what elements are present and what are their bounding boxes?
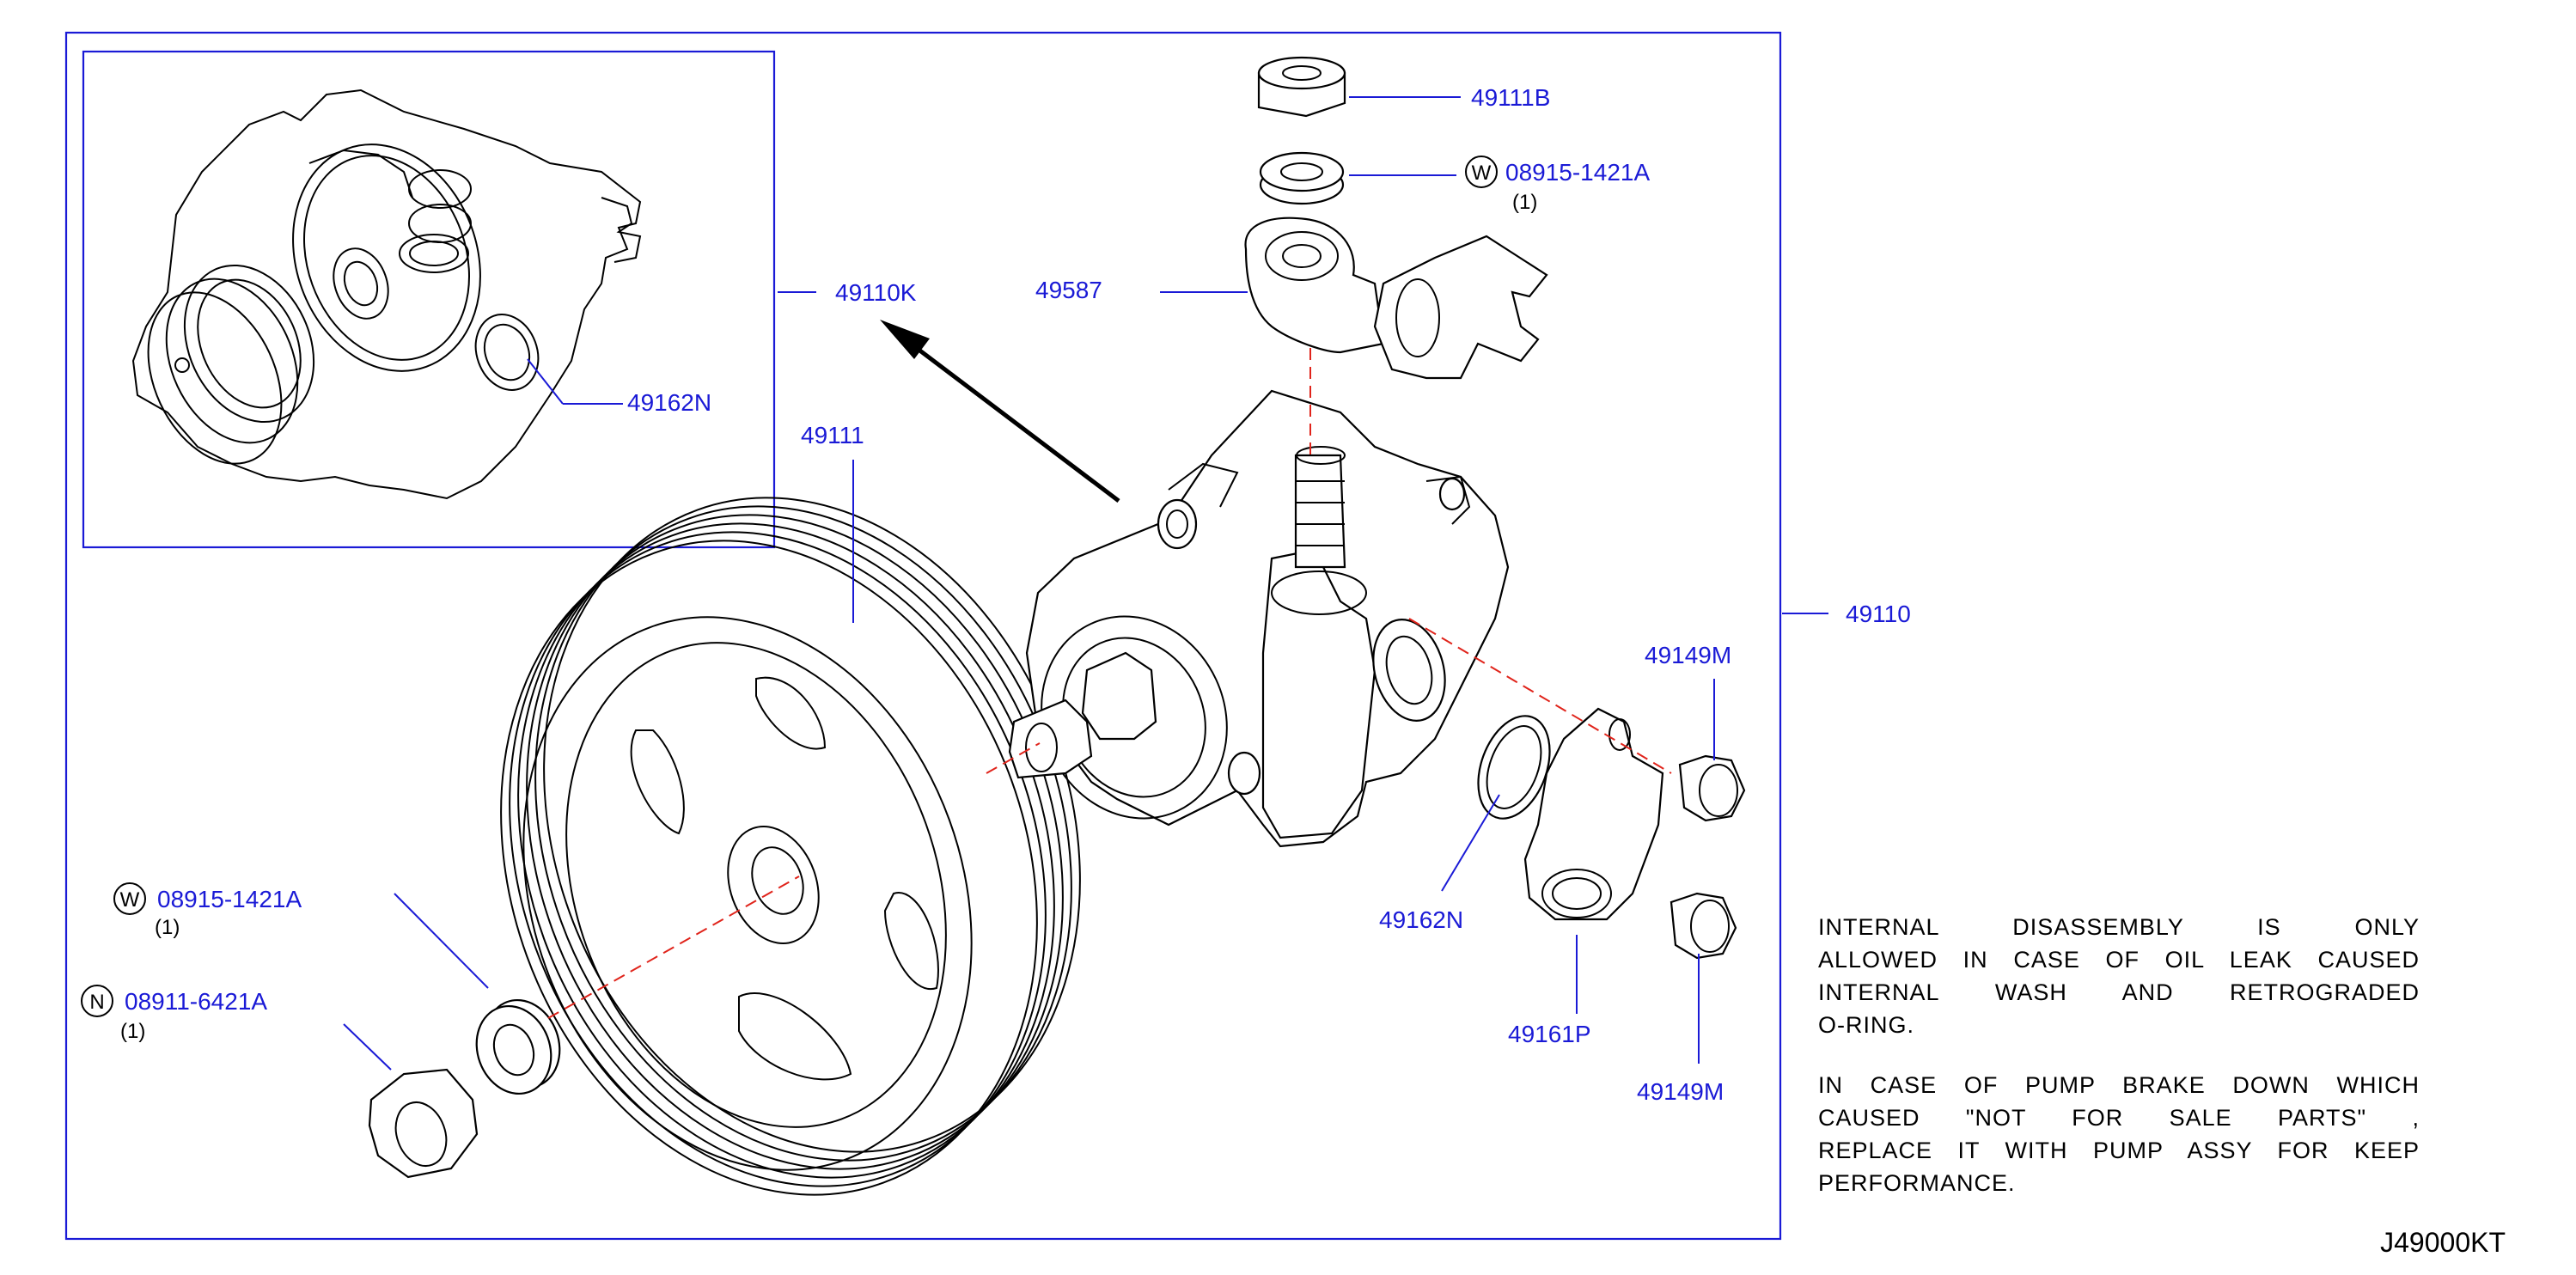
label-08915-1421A-left: 08915-1421A [157,886,302,912]
pump-body-drawing [1008,389,1510,848]
washer-nut-drawing [368,998,561,1179]
note-line: IN CASE OF PUMP BRAKE DOWN WHICH [1818,1072,2420,1098]
label-49162N-inset: 49162N [627,389,711,416]
centerlines [547,348,1672,1019]
label-49111: 49111 [801,422,864,448]
note-line: ALLOWED IN CASE OF OIL LEAK CAUSED [1818,947,2420,973]
qty-left-2: (1) [120,1020,145,1043]
banjo-fitting-drawing [1244,56,1548,380]
inset-frame [82,50,776,549]
label-08911-6421A: 08911-6421A [125,988,267,1015]
qty-left-1: (1) [155,916,180,939]
label-49587: 49587 [1035,277,1102,303]
assembly-frame [64,31,1782,1241]
note-line: INTERNAL DISASSEMBLY IS ONLY [1818,914,2420,940]
w-symbol-left [113,882,146,915]
note-line: CAUSED "NOT FOR SALE PARTS" , [1818,1105,2420,1131]
w-symbol-top [1465,156,1498,188]
note-line: REPLACE IT WITH PUMP ASSY FOR KEEP [1818,1138,2420,1163]
label-49161P: 49161P [1508,1021,1591,1047]
note-line: O-RING. [1818,1012,1914,1038]
label-49149M-bottom: 49149M [1637,1078,1724,1105]
note-pump-replacement: IN CASE OF PUMP BRAKE DOWN WHICH CAUSED … [1818,1069,2420,1199]
inset-housing-drawing [131,88,642,500]
label-08915-1421A-top: 08915-1421A [1505,159,1650,186]
pulley-drawing [500,497,1081,1196]
inset-arrow [880,320,1120,503]
label-49110: 49110 [1846,601,1911,627]
w-symbol-left-letter: W [120,888,140,912]
note-line: INTERNAL WASH AND RETROGRADED [1818,979,2420,1005]
w-symbol-top-letter: W [1472,162,1492,185]
note-line: PERFORMANCE. [1818,1170,2016,1196]
label-49162N: 49162N [1379,906,1463,933]
n-symbol-left-letter: N [89,991,104,1014]
outlet-union-drawing [1477,707,1746,960]
diagram-code: J49000KT [2380,1227,2506,1258]
label-49111B: 49111B [1471,84,1550,111]
qty-top: (1) [1512,191,1537,214]
label-49149M-top: 49149M [1645,642,1731,668]
label-49110K: 49110K [835,279,917,306]
n-symbol-left [81,985,113,1017]
note-disassembly: INTERNAL DISASSEMBLY IS ONLY ALLOWED IN … [1818,911,2420,1041]
leader-lines [343,96,1828,1071]
